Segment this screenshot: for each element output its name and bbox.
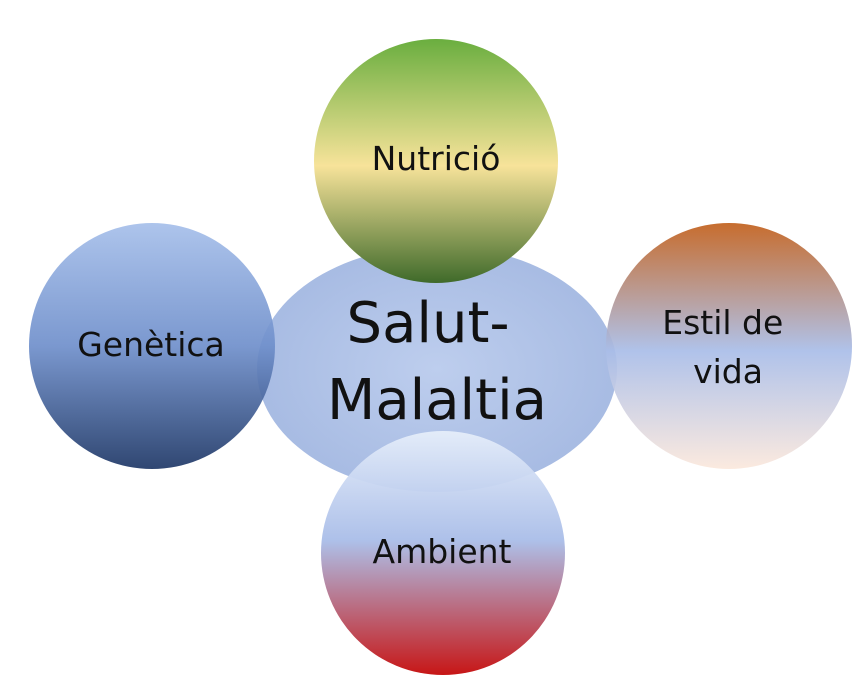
nutricio-circle	[314, 39, 558, 283]
ambient-circle	[321, 431, 565, 675]
estil-label-line-1: Estil de	[662, 303, 783, 342]
ambient-label: Ambient	[373, 532, 512, 571]
estil-label: Estil de vida	[662, 303, 794, 391]
center-label-line-2: Malaltia	[327, 368, 547, 433]
center-label-line-1: Salut-	[347, 291, 510, 356]
estil-label-line-2: vida	[693, 352, 763, 391]
nutricio-label: Nutrició	[372, 139, 501, 178]
estil-circle	[606, 223, 852, 469]
center-label: Salut- Malaltia	[327, 291, 547, 433]
genetica-circle	[29, 223, 275, 469]
nutricio-label-line-1: Nutrició	[372, 139, 501, 178]
genetica-label: Genètica	[77, 325, 225, 364]
ambient-label-line-1: Ambient	[373, 532, 512, 571]
center-ellipse	[257, 246, 617, 492]
genetica-label-line-1: Genètica	[77, 325, 225, 364]
